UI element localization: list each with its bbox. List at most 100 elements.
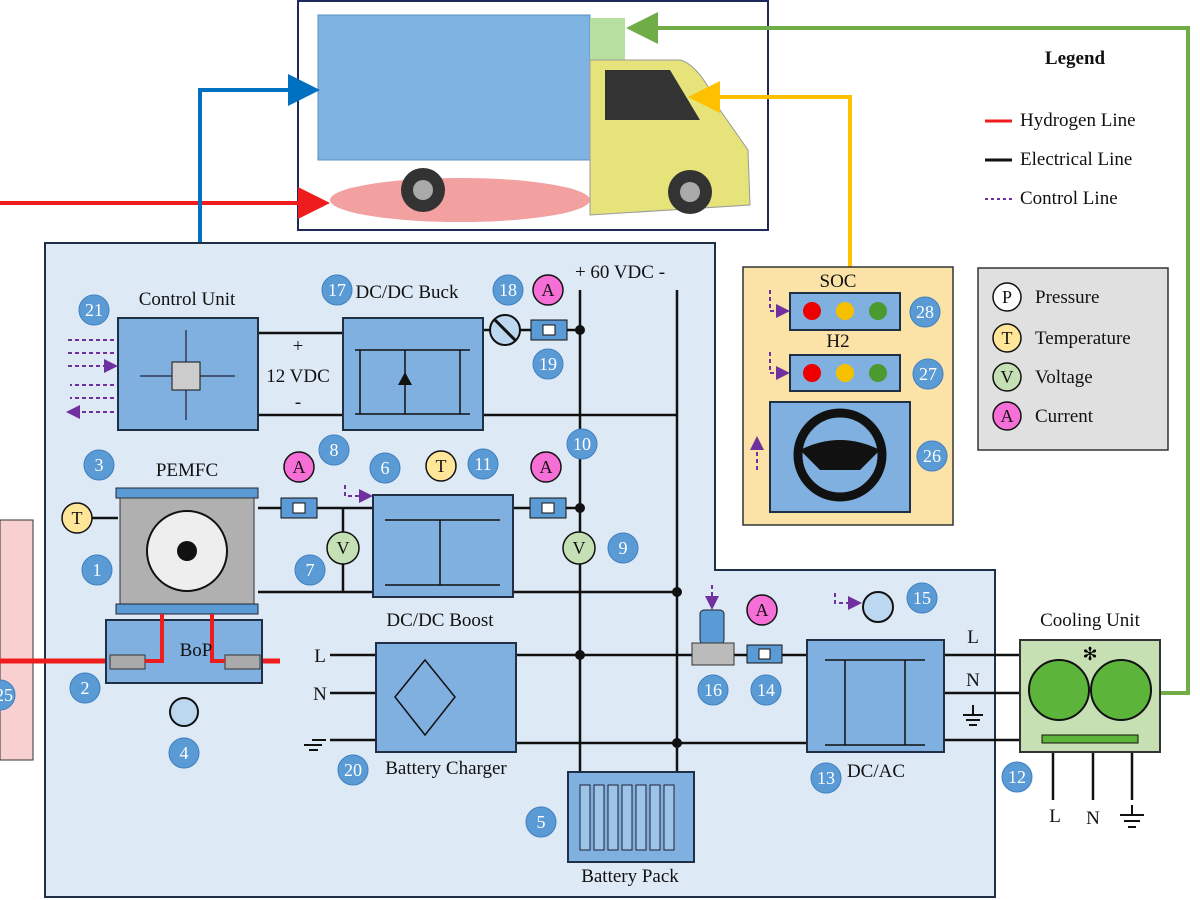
current-sensor: A	[530, 274, 568, 341]
svg-text:T: T	[72, 508, 83, 528]
legend-control: Control Line	[1020, 188, 1118, 209]
svg-text:A: A	[1001, 406, 1014, 426]
svg-text:V: V	[337, 538, 350, 558]
balance-of-plant: BoP	[105, 614, 263, 727]
badge-13: 13	[810, 762, 842, 794]
cab-line	[688, 81, 852, 267]
svg-text:A: A	[756, 600, 769, 620]
svg-text:14: 14	[757, 680, 775, 700]
badge-6: 6	[369, 452, 401, 484]
svg-text:Cooling Unit: Cooling Unit	[1040, 610, 1140, 631]
temperature-sensor: T	[61, 502, 93, 534]
svg-text:T: T	[1002, 328, 1013, 348]
soc-label: SOC	[820, 271, 857, 292]
svg-text:A: A	[540, 457, 553, 477]
svg-text:8: 8	[330, 440, 339, 460]
svg-text:10: 10	[573, 434, 591, 454]
battery-pack: Battery Pack	[567, 771, 695, 887]
12v-label: 12 VDC	[266, 366, 330, 387]
cooling-n-label: N	[1086, 808, 1100, 829]
charger-n-label: N	[313, 684, 327, 705]
svg-text:4: 4	[180, 743, 189, 763]
snowflake-icon: ✻	[1082, 644, 1097, 664]
voltage-sensor: V	[562, 531, 596, 565]
svg-text:27: 27	[919, 364, 937, 384]
control-unit: Control Unit	[68, 289, 259, 431]
cooling-unit: ✻ Cooling Unit	[1019, 610, 1161, 753]
badge-5: 5	[525, 806, 557, 838]
svg-text:V: V	[573, 538, 586, 558]
dc-dc-buck: DC/DC Buck	[342, 282, 484, 431]
svg-text:5: 5	[537, 812, 546, 832]
current-sensor: A	[746, 594, 783, 664]
svg-text:7: 7	[306, 560, 315, 580]
svg-text:9: 9	[619, 538, 628, 558]
cooling-l-label: L	[1049, 806, 1061, 827]
sensors: T A V T A V A A	[61, 274, 783, 664]
badge-17: 17	[321, 274, 353, 306]
bus-voltage-label: + 60 VDC -	[575, 262, 665, 283]
svg-text:P: P	[1002, 287, 1012, 307]
component-badges: 1 2 3 4 5 6 7 8 9 10 11 12 13 14 15 16 1…	[0, 274, 1033, 838]
badge-15: 15	[906, 582, 938, 614]
h2-label: H2	[826, 331, 849, 352]
legend-electrical: Electrical Line	[1020, 149, 1132, 170]
svg-text:V: V	[1001, 367, 1014, 387]
badge-3: 3	[83, 449, 115, 481]
badge-21: 21	[78, 294, 110, 326]
svg-text:A: A	[542, 280, 555, 300]
svg-text:19: 19	[539, 354, 557, 374]
badge-4: 4	[168, 737, 200, 769]
dc-ac-inverter: DC/AC	[806, 591, 945, 782]
legend-title: Legend	[1045, 48, 1106, 69]
truck-image	[297, 0, 769, 231]
svg-text:26: 26	[923, 446, 941, 466]
svg-text:12: 12	[1008, 767, 1026, 787]
svg-text:16: 16	[704, 680, 722, 700]
hydrogen-tank-panel	[0, 519, 34, 761]
svg-text:15: 15	[913, 588, 931, 608]
badge-7: 7	[294, 554, 326, 586]
ground-icon	[304, 739, 326, 751]
svg-text:1: 1	[93, 560, 102, 580]
svg-text:Battery Charger: Battery Charger	[385, 758, 507, 779]
chip-icon	[171, 361, 201, 391]
svg-text:18: 18	[499, 280, 517, 300]
battery-charger: Battery Charger	[375, 642, 517, 779]
badge-2: 2	[69, 672, 101, 704]
badge-27: 27	[912, 358, 944, 390]
badge-10: 10	[566, 428, 598, 460]
svg-text:20: 20	[344, 760, 362, 780]
ground-icon	[1120, 805, 1144, 828]
minus-label: -	[295, 392, 301, 413]
steering-wheel-icon	[793, 408, 887, 502]
badge-16: 16	[697, 674, 729, 706]
svg-text:3: 3	[95, 455, 104, 475]
badge-8: 8	[318, 434, 350, 466]
svg-text:21: 21	[85, 300, 103, 320]
badge-12: 12	[1001, 761, 1033, 793]
svg-text:DC/DC Boost: DC/DC Boost	[386, 610, 494, 631]
legend-current: Current	[1035, 406, 1094, 427]
inverter-n-label: N	[966, 670, 980, 691]
inverter-l-label: L	[967, 627, 979, 648]
svg-text:2: 2	[81, 678, 90, 698]
badge-19: 19	[532, 348, 564, 380]
svg-text:11: 11	[474, 454, 491, 474]
temperature-sensor: T	[425, 450, 457, 482]
fan-icon	[1028, 659, 1090, 721]
svg-text:17: 17	[328, 280, 346, 300]
svg-text:DC/AC: DC/AC	[847, 761, 905, 782]
svg-text:Control Unit: Control Unit	[139, 289, 236, 310]
svg-text:PEMFC: PEMFC	[156, 460, 218, 481]
legend-pressure: Pressure	[1035, 287, 1099, 308]
plus-label: +	[293, 336, 304, 357]
legend-voltage: Voltage	[1035, 367, 1093, 388]
fan-icon	[1090, 659, 1152, 721]
badge-26: 26	[916, 440, 948, 472]
legend-temperature: Temperature	[1035, 328, 1131, 349]
voltage-sensor: V	[326, 531, 360, 565]
current-sensor: A	[529, 451, 567, 519]
cooling-line	[626, 12, 1190, 695]
